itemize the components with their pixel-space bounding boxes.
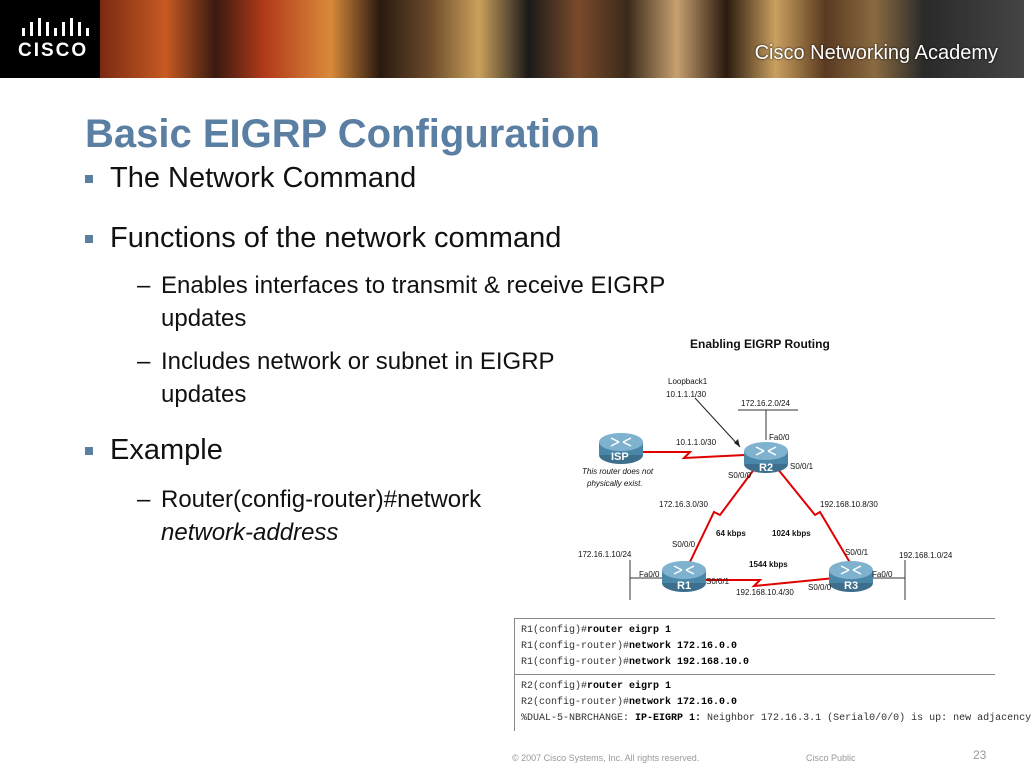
code-line: R2(config-router)#network 172.16.0.0 [521,697,738,708]
subbullet-router-command: – Router(config-router)#network network-… [137,486,482,546]
subbullet-enables: – Enables interfaces to transmit & recei… [137,272,666,332]
router-r1-label: R1 [677,580,691,592]
diagram-title: Enabling EIGRP Routing [690,337,830,351]
bullet-functions: Functions of the network command [85,222,561,255]
router-isp: ISP [599,433,643,464]
label-bw-1024: 1024 kbps [772,529,811,538]
loopback-arrow [694,397,741,448]
label-r3-s000: S0/0/0 [808,583,832,592]
router-r1: R1 [662,561,706,592]
label-r2r3-net: 192.168.10.8/30 [820,500,878,509]
link-r1-r2 [687,467,756,567]
label-r2-fa00: Fa0/0 [769,433,790,442]
code-line: R2(config)#router eigrp 1 [521,681,672,692]
slide-title: Basic EIGRP Configuration [85,112,600,156]
link-r2-r3 [776,467,853,567]
router-r2-label: R2 [759,462,773,474]
code-box-r1: R1(config)#router eigrp 1 R1(config-rout… [514,618,995,677]
code-line: R1(config)#router eigrp 1 [521,625,672,636]
bullet-network-command: The Network Command [85,162,416,195]
link-isp-r2 [640,451,746,460]
label-r1-s001: S0/0/1 [706,577,730,586]
subbullet-includes: – Includes network or subnet in EIGRP up… [137,348,555,408]
label-r2-lan: 172.16.2.0/24 [741,399,790,408]
label-note-2: physically exist. [586,479,643,488]
router-r2: R2 [744,442,788,474]
cisco-logo: CISCO [0,0,100,78]
code-line: R1(config-router)#network 172.16.0.0 [521,641,738,652]
banner-photo [100,0,924,78]
label-r1-s000: S0/0/0 [672,540,696,549]
router-isp-label: ISP [611,451,629,463]
page-number: 23 [973,748,987,762]
loopback-arrowhead [734,439,740,447]
code-box-r2: R2(config)#router eigrp 1 R2(config-rout… [514,674,1031,731]
bullet-example: Example [85,434,223,467]
code-line: %DUAL-5-NBRCHANGE: IP-EIGRP 1: Neighbor … [521,713,1031,724]
label-r3-lan: 192.168.1.0/24 [899,551,953,560]
link-r1-r3 [696,577,836,588]
label-r1-lan: 172.16.1.10/24 [578,550,632,559]
label-note-1: This router does not [582,467,654,476]
label-loopback-ip: 10.1.1.1/30 [666,390,707,399]
header-banner: CISCO Cisco Networking Academy [0,0,1024,78]
label-r1r3-net: 192.168.10.4/30 [736,588,794,597]
label-bw-1544: 1544 kbps [749,560,788,569]
label-bw-64: 64 kbps [716,529,746,538]
router-r3: R3 [829,561,873,592]
banner-photo-right [924,0,1024,78]
footer-classification: Cisco Public [806,753,856,763]
label-r3-s001: S0/0/1 [845,548,869,557]
label-r1-fa00: Fa0/0 [639,570,660,579]
academy-title: Cisco Networking Academy [754,42,998,64]
eigrp-topology-diagram: Enabling EIGRP Routing ISP R2 R1 [578,337,953,600]
footer-copyright: © 2007 Cisco Systems, Inc. All rights re… [512,753,700,763]
label-r1r2-net: 172.16.3.0/30 [659,500,708,509]
cisco-logo-text: CISCO [18,40,89,61]
router-r3-label: R3 [844,580,858,592]
label-loopback: Loopback1 [668,377,708,386]
label-r2-s001: S0/0/1 [790,462,814,471]
label-r2-s000: S0/0/0 [728,471,752,480]
label-isp-net: 10.1.1.0/30 [676,438,717,447]
code-line: R1(config-router)#network 192.168.10.0 [521,657,750,668]
label-r3-fa00: Fa0/0 [872,570,893,579]
